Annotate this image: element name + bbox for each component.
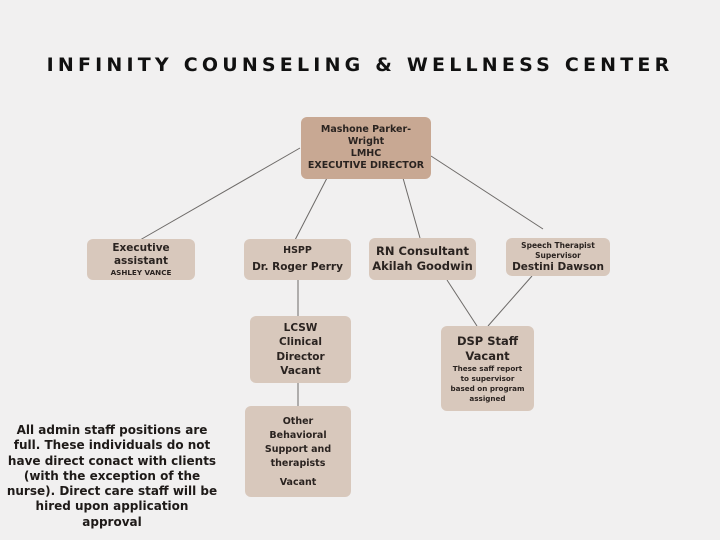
rn-consultant-box: RN Consultant Akilah Goodwin xyxy=(369,238,476,280)
executive-assistant-box: Executive assistant ASHLEY VANCE xyxy=(87,239,195,280)
connector-director-hspp xyxy=(294,177,328,241)
connector-director-speech xyxy=(430,155,544,230)
director-name-line1: Mashone Parker- xyxy=(320,124,412,135)
hspp-name: Dr. Roger Perry xyxy=(252,261,343,273)
dsp-note-line3: based on program xyxy=(450,383,525,393)
hspp-role: HSPP xyxy=(283,245,312,256)
dsp-status: Vacant xyxy=(465,348,510,363)
hspp-box: HSPP Dr. Roger Perry xyxy=(244,239,351,280)
dsp-staff-box: DSP Staff Vacant These saff report to su… xyxy=(441,326,534,411)
assistant-role-line2: assistant xyxy=(113,254,169,267)
connector-director-assistant xyxy=(139,147,301,241)
other-behavioral-box: Other Behavioral Support and therapists … xyxy=(245,406,351,497)
speech-role-line1: Speech Therapist xyxy=(521,240,595,250)
other-line2: Behavioral xyxy=(269,429,327,441)
rn-role: RN Consultant xyxy=(376,244,469,258)
assistant-role-line1: Executive xyxy=(112,241,170,254)
executive-director-box: Mashone Parker- Wright LMHC EXECUTIVE DI… xyxy=(301,117,431,179)
connector-director-rn xyxy=(402,177,421,239)
dsp-note-line1: These saff report xyxy=(452,363,523,373)
other-status: Vacant xyxy=(279,476,317,488)
director-name-line2: Wright xyxy=(347,136,385,147)
dsp-role: DSP Staff xyxy=(456,333,519,348)
speech-name: Destini Dawson xyxy=(512,260,604,273)
assistant-name: ASHLEY VANCE xyxy=(110,267,172,277)
other-line4: therapists xyxy=(270,457,326,469)
lcsw-line4: Vacant xyxy=(280,365,321,377)
director-credential: LMHC xyxy=(350,148,382,159)
dsp-note-line4: assigned xyxy=(469,393,506,403)
speech-supervisor-box: Speech Therapist Supervisor Destini Daws… xyxy=(506,238,610,276)
lcsw-line1: LCSW xyxy=(283,321,318,334)
director-role: EXECUTIVE DIRECTOR xyxy=(307,160,425,171)
connector-rn-dsp xyxy=(446,279,478,327)
lcsw-line3: Director xyxy=(276,350,325,363)
staffing-footnote: All admin staff positions are full. Thes… xyxy=(6,423,218,529)
other-line3: Support and xyxy=(264,443,332,455)
lcsw-line2: Clinical xyxy=(279,336,322,348)
speech-role-line2: Supervisor xyxy=(535,250,581,260)
other-line1: Other xyxy=(282,415,314,427)
lcsw-box: LCSW Clinical Director Vacant xyxy=(250,316,351,383)
rn-name: Akilah Goodwin xyxy=(372,259,473,273)
dsp-note-line2: to supervisor xyxy=(460,373,515,383)
connector-speech-dsp xyxy=(487,275,533,327)
org-title: INFINITY COUNSELING & WELLNESS CENTER xyxy=(46,54,674,76)
